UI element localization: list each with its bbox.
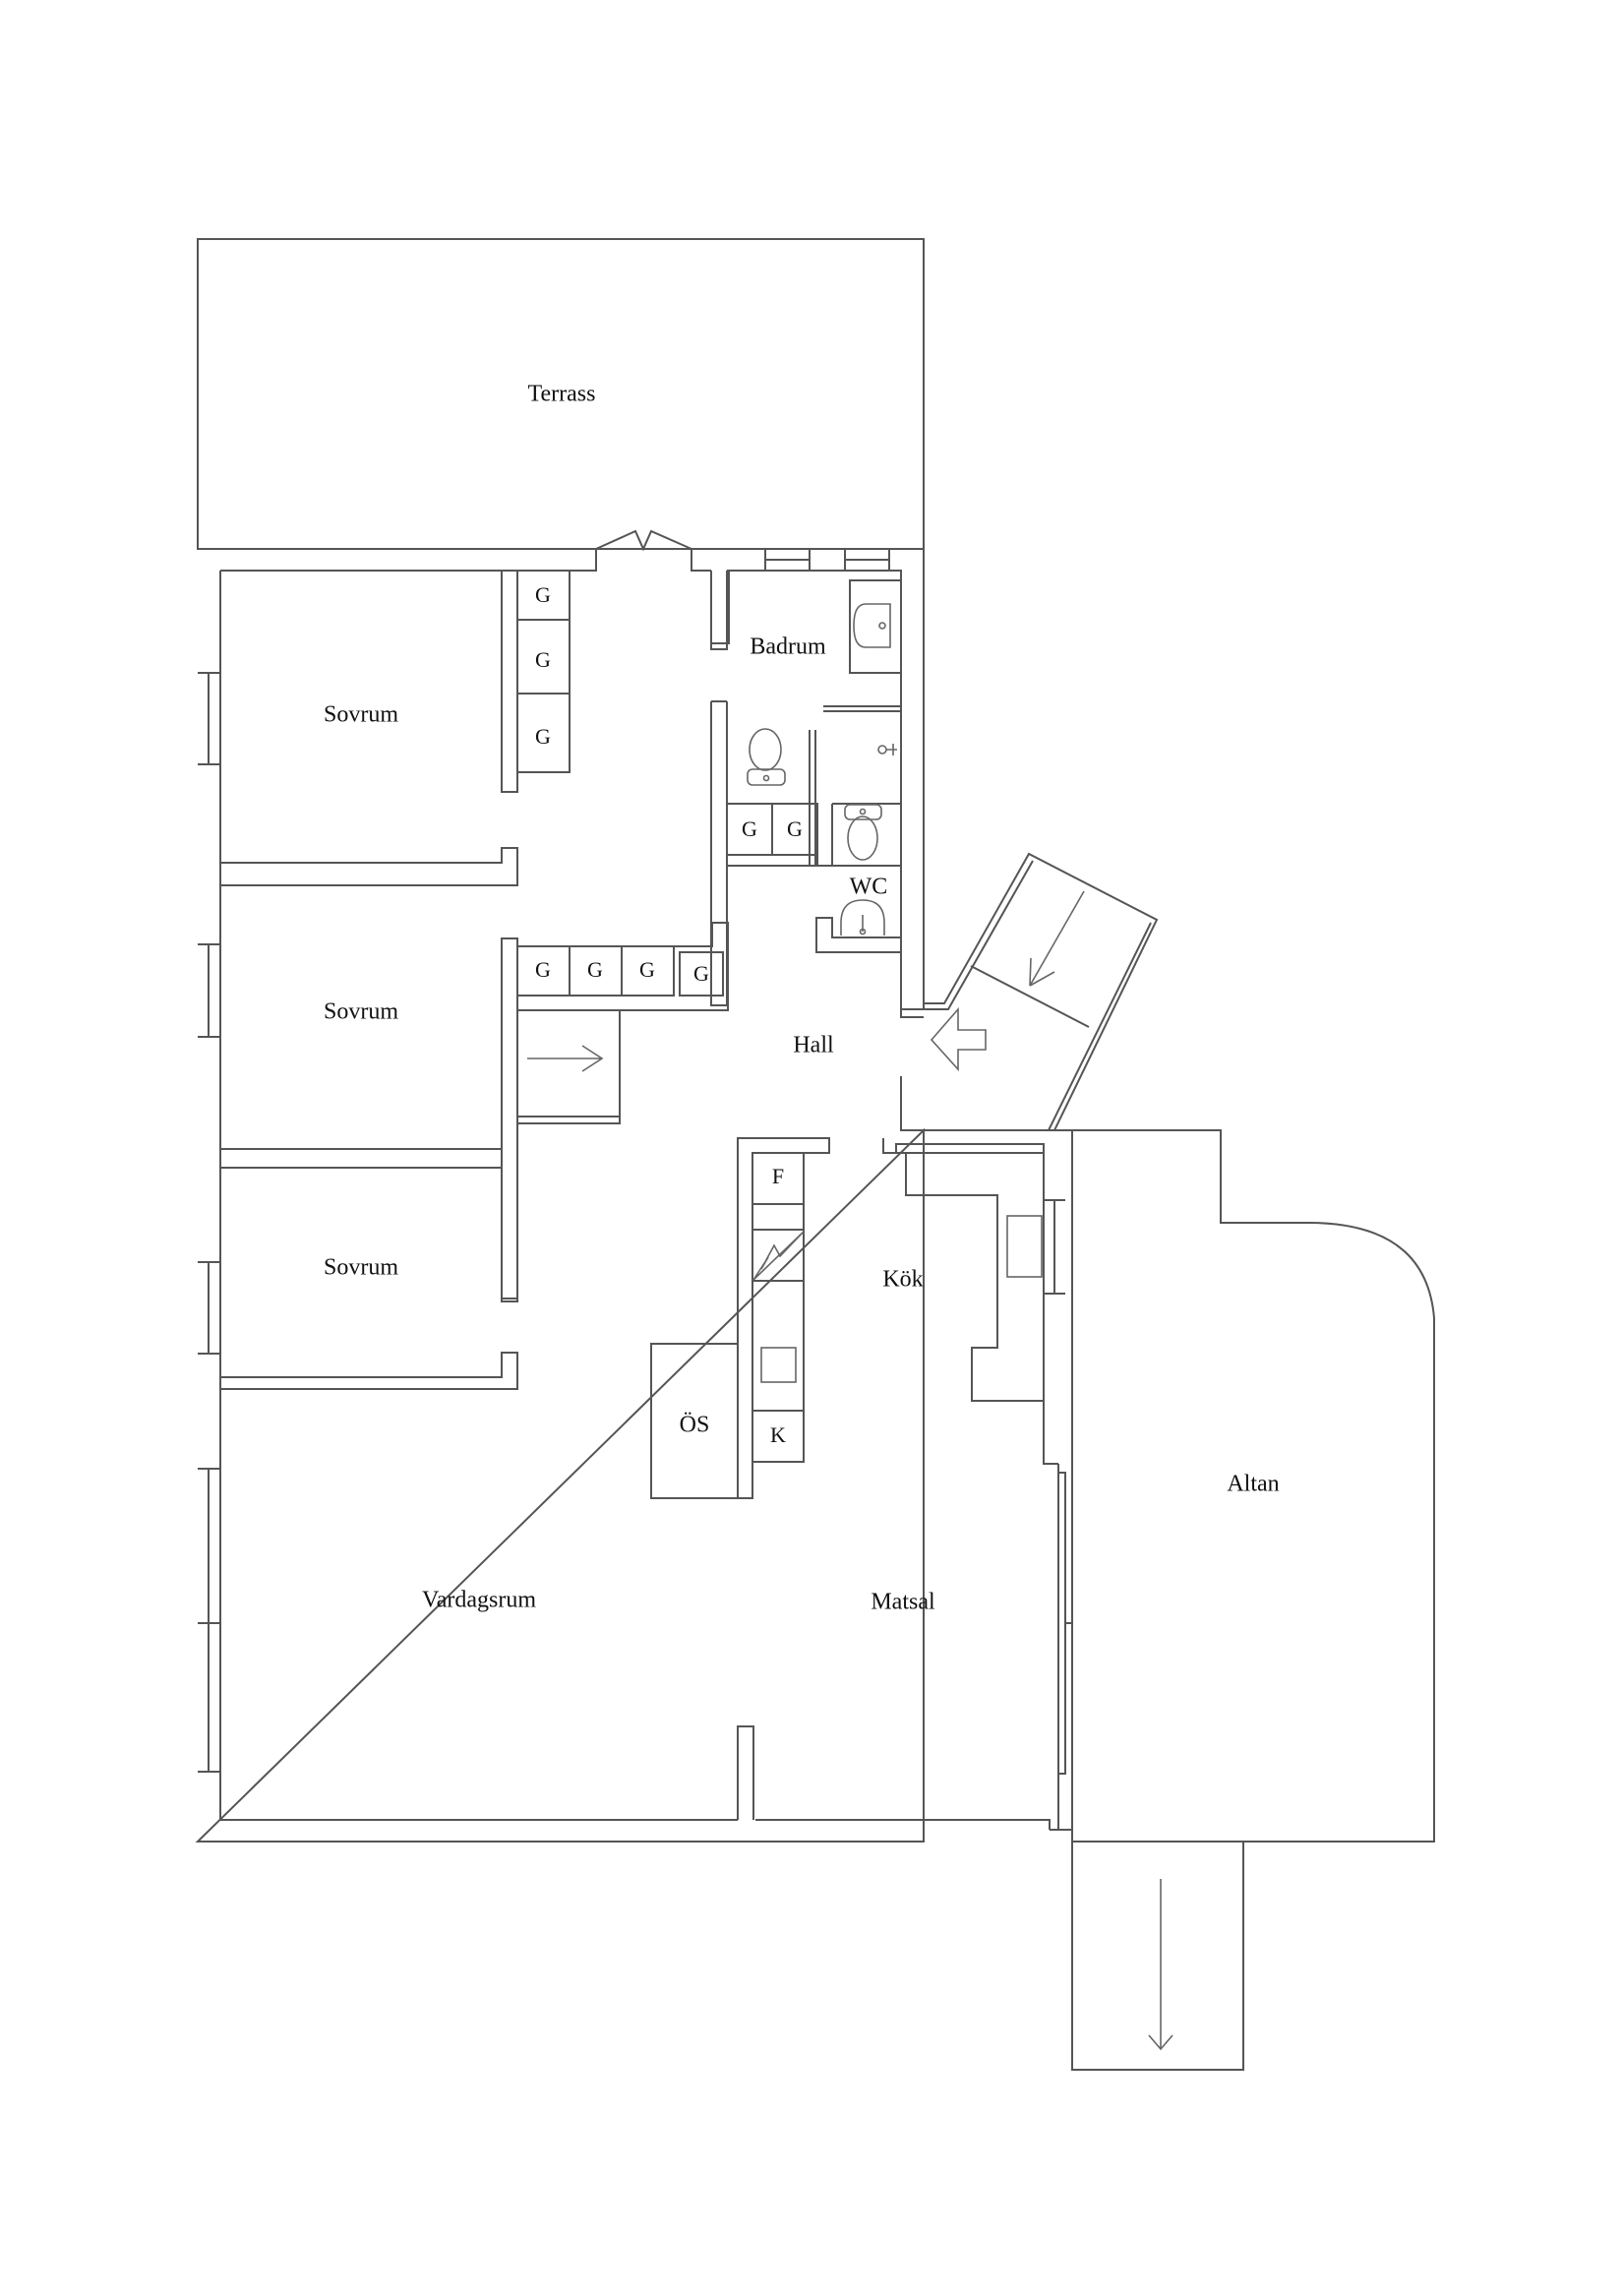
wardrobe-row	[516, 922, 729, 1124]
stairs-arrow-icon	[1029, 890, 1085, 987]
kitchen	[737, 1137, 1065, 1499]
stairs-arrow-icon	[1148, 1879, 1173, 2051]
bedroom-3	[220, 1167, 518, 1390]
stove-icon	[752, 1231, 805, 1281]
room-label-matsal: Matsal	[871, 1590, 935, 1615]
living-dining	[737, 1464, 1073, 1831]
room-label-vardagsrum: Vardagsrum	[422, 1588, 536, 1613]
room-label-terrass: Terrass	[528, 382, 596, 407]
wardrobe-label: G	[535, 957, 551, 982]
wardrobe-label: G	[639, 957, 655, 982]
bedroom-2	[220, 937, 518, 1302]
room-label-wc: WC	[850, 875, 888, 900]
wardrobe-label: G	[693, 961, 709, 986]
os-storage	[650, 1343, 739, 1499]
entrance	[900, 852, 1159, 1131]
sink-icon	[760, 1347, 797, 1383]
sink-icon	[840, 899, 885, 936]
wardrobe-label: G	[535, 724, 551, 749]
toilet-icon	[747, 728, 786, 786]
stairs-arrow-icon	[527, 1045, 604, 1072]
wardrobe-label: G	[742, 816, 757, 841]
left-windows	[198, 672, 220, 1773]
wardrobe-label: G	[535, 582, 551, 607]
fridge-label: F	[772, 1164, 784, 1188]
wardrobe-label: G	[535, 647, 551, 672]
room-label-kok: Kök	[882, 1267, 923, 1293]
bedroom-1	[220, 570, 518, 886]
wardrobe-label: G	[587, 957, 603, 982]
altan-deck	[1071, 1129, 1435, 2071]
freezer-label: K	[770, 1422, 786, 1447]
room-label-altan: Altan	[1227, 1472, 1279, 1497]
wardrobe-pair	[710, 803, 833, 1006]
room-label-hall: Hall	[793, 1033, 834, 1058]
shower-icon	[877, 744, 897, 755]
room-label-badrum: Badrum	[750, 634, 826, 660]
wc-room	[815, 803, 902, 953]
room-label-os: ÖS	[680, 1413, 710, 1438]
toilet-icon	[844, 804, 882, 861]
wardrobe-column	[516, 570, 571, 773]
room-label-sovrum-2: Sovrum	[324, 999, 398, 1025]
room-label-sovrum-3: Sovrum	[324, 1255, 398, 1281]
room-label-sovrum-1: Sovrum	[324, 702, 398, 728]
sink-icon	[853, 603, 891, 648]
outer-walls	[195, 529, 1051, 1843]
wardrobe-label: G	[787, 816, 803, 841]
entry-arrow-icon	[930, 1006, 987, 1072]
